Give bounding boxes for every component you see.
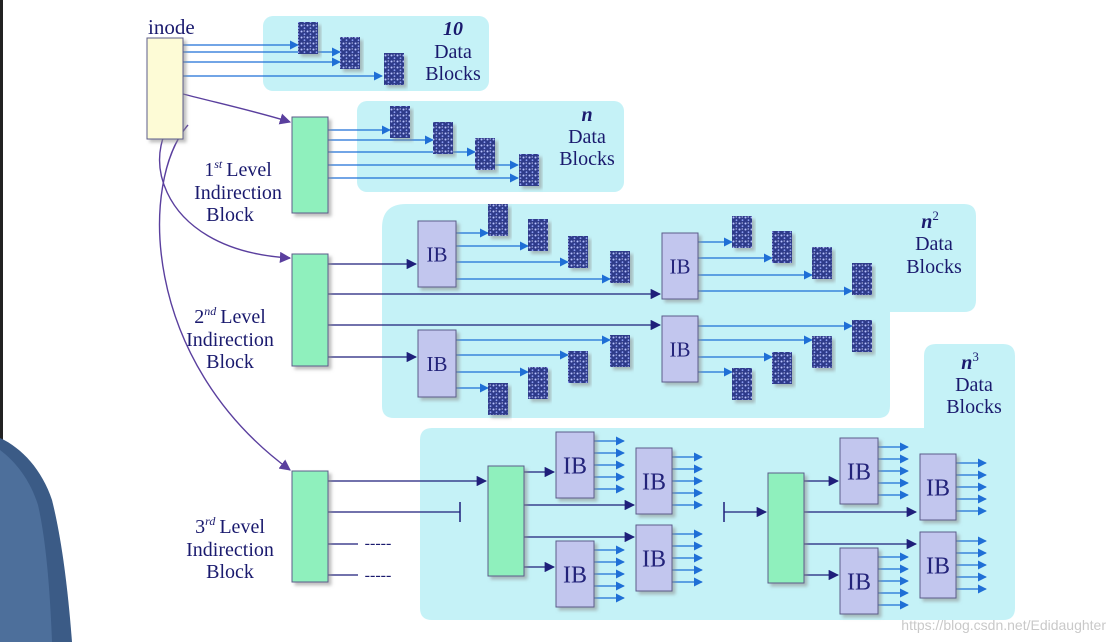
ib-block	[839, 437, 879, 505]
first-level-indirection: Indirection	[194, 182, 282, 204]
pointer-arrows	[158, 40, 987, 610]
ib-label: IB	[642, 546, 666, 572]
ellipsis-2: -----	[365, 567, 392, 584]
double-data-block	[610, 251, 630, 283]
presenter-silhouette	[0, 438, 72, 642]
ib-label: IB	[563, 453, 587, 479]
single-count-label: n	[581, 104, 592, 126]
third-level-block: Block	[206, 561, 254, 583]
third-level-indirection: Indirection	[186, 539, 274, 561]
ib-block	[555, 540, 595, 608]
direct-blocks-label: Blocks	[425, 63, 481, 85]
double-data-block	[488, 204, 508, 236]
double-data-block	[568, 236, 588, 268]
inode-to-third-level-pointer	[158, 124, 291, 471]
ib-block	[661, 315, 699, 383]
third-level-block	[291, 470, 329, 583]
ib-label: IB	[642, 469, 666, 495]
double-blocks-label: Blocks	[906, 256, 962, 278]
double-data-block	[568, 351, 588, 383]
first-level-block: Block	[206, 204, 254, 226]
single-data-block	[475, 138, 495, 170]
inode-to-first-level-pointer	[182, 93, 292, 125]
ib-label: IB	[926, 553, 950, 579]
triple-data-label: Data	[955, 374, 993, 396]
ib-label: IB	[926, 475, 950, 501]
direct-data-label: Data	[434, 41, 472, 63]
second-level-indirection: Indirection	[186, 329, 274, 351]
watermark: https://blog.csdn.net/Edidaughter	[901, 617, 1106, 633]
ib-label: IB	[563, 562, 587, 588]
ib-block	[555, 431, 595, 499]
double-data-block	[812, 247, 832, 279]
double-data-block	[610, 335, 630, 367]
double-indirect-block	[767, 472, 805, 584]
ib-block	[417, 220, 457, 288]
direct-count-label: 10	[443, 18, 463, 40]
ib-labels: IB IB IB IB IB IB IB IB IB IB IB IB	[427, 242, 951, 595]
ib-label: IB	[670, 337, 691, 361]
ib-label: IB	[427, 352, 448, 376]
single-data-block	[519, 154, 539, 186]
double-data-block	[732, 216, 752, 248]
first-level-block	[291, 116, 329, 214]
ib-block	[919, 453, 957, 521]
direct-panel	[263, 16, 489, 91]
inode-block	[146, 37, 184, 140]
left-edge	[0, 0, 3, 642]
ib-block	[661, 232, 699, 300]
ellipsis-1: -----	[365, 535, 392, 552]
ib-block	[635, 447, 673, 515]
double-data-block	[732, 368, 752, 400]
double-data-block	[852, 320, 872, 352]
inode-label: inode	[148, 15, 195, 39]
double-data-block	[528, 219, 548, 251]
direct-data-block	[340, 37, 360, 69]
double-data-block	[852, 263, 872, 295]
double-data-label: Data	[915, 233, 953, 255]
ib-block	[919, 531, 957, 599]
ib-label: IB	[847, 569, 871, 595]
single-data-label: Data	[568, 126, 606, 148]
double-count-label: n2	[921, 208, 939, 233]
double-data-block	[812, 336, 832, 368]
double-data-block	[528, 367, 548, 399]
double-indirect-block	[487, 465, 525, 577]
double-data-block	[488, 383, 508, 415]
ib-label: IB	[427, 242, 448, 266]
blocks	[146, 22, 957, 615]
second-level-block	[291, 253, 329, 367]
triple-count-label: n3	[961, 349, 979, 374]
single-blocks-label: Blocks	[559, 148, 615, 170]
ib-block	[635, 524, 673, 592]
single-data-block	[433, 122, 453, 154]
single-data-block	[390, 106, 410, 138]
triple-blocks-label: Blocks	[946, 396, 1002, 418]
second-level-block: Block	[206, 351, 254, 373]
ib-label: IB	[847, 459, 871, 485]
ib-label: IB	[670, 254, 691, 278]
direct-data-block	[384, 53, 404, 85]
direct-data-block	[298, 22, 318, 54]
double-data-block	[772, 352, 792, 384]
ib-block	[839, 547, 879, 615]
double-data-block	[772, 231, 792, 263]
ib-block	[417, 329, 457, 398]
